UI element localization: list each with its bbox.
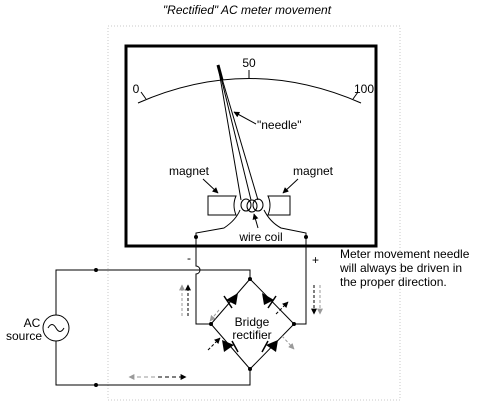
note-line-1: Meter movement needle — [340, 247, 470, 261]
needle-label-arrow — [233, 111, 257, 125]
magnet-right-label: magnet — [293, 164, 334, 178]
wire-coil — [195, 198, 307, 238]
meter-box — [124, 44, 378, 248]
bridge-label-line2: rectifier — [232, 328, 271, 342]
wire-coil-label: wire coil — [238, 230, 282, 244]
magnet-left-arrow — [202, 178, 219, 194]
ac-label-line2: source — [6, 329, 42, 343]
current-arrow-diode-tl — [209, 309, 220, 322]
diode-bottom-right — [261, 340, 278, 353]
note-line-3: the proper direction. — [340, 275, 447, 289]
magnet-left-label: magnet — [169, 164, 210, 178]
wire-ac-bottom — [55, 341, 251, 386]
plus-label: + — [312, 253, 319, 267]
minus-label: - — [187, 251, 191, 265]
diagram-title: "Rectified" AC meter movement — [163, 3, 332, 17]
node-top — [94, 268, 98, 272]
diode-bottom-left — [222, 340, 239, 353]
diode-top-left — [223, 293, 238, 309]
diode-top-right — [262, 293, 277, 309]
current-arrow-diode-bl — [207, 337, 221, 351]
wire-coil-arrow — [252, 213, 259, 229]
wire-positive — [294, 237, 307, 325]
magnet-right — [267, 195, 291, 216]
node-bottom — [94, 383, 98, 387]
current-arrow-diode-tr — [275, 301, 289, 315]
needle-label: "needle" — [257, 118, 302, 132]
scale-tick-100 — [352, 91, 359, 100]
note-line-2: will always be driven in — [339, 261, 462, 275]
sine-wave-icon — [47, 324, 65, 332]
wire-negative — [195, 237, 211, 325]
scale-label-0: 0 — [133, 82, 140, 96]
bridge-label-line1: Bridge — [235, 315, 270, 329]
scale-label-100: 100 — [354, 82, 374, 96]
meter-scale-arc — [137, 78, 362, 104]
magnet-right-arrow — [282, 178, 299, 194]
needle — [216, 64, 259, 201]
current-arrow-diode-br — [281, 335, 295, 350]
ac-label-line1: AC — [24, 316, 41, 330]
wire-ac-top — [55, 269, 251, 315]
scale-tick-0 — [140, 91, 147, 100]
scale-label-50: 50 — [242, 56, 256, 70]
magnet-left — [207, 195, 237, 216]
